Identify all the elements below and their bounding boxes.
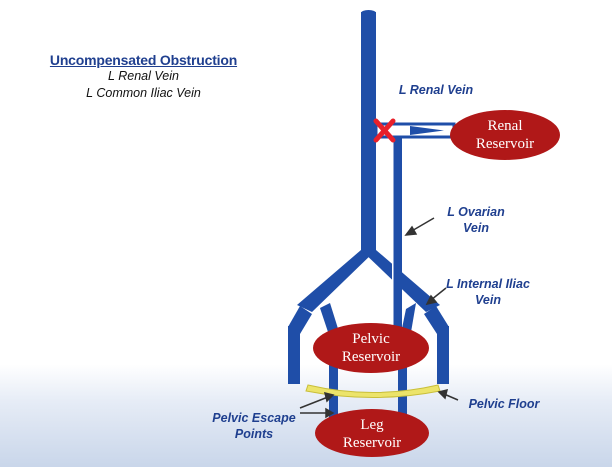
escape-pointer-arrow-1 xyxy=(299,396,329,409)
escape-pointer-head-1 xyxy=(323,391,335,403)
arrow-icon xyxy=(410,126,444,135)
renal-reservoir-label: Renal Reservoir xyxy=(455,117,555,153)
leg-reservoir-label: Leg Reservoir xyxy=(322,416,422,452)
escape-pointer-head-2 xyxy=(325,407,335,419)
left-ovarian-vein xyxy=(393,138,402,338)
pelvic-floor-pointer-head xyxy=(437,388,449,400)
subtitle-line-1: L Renal Vein xyxy=(108,69,179,83)
obstruction-x-icon xyxy=(373,118,396,143)
pelvic-reservoir-label: Pelvic Reservoir xyxy=(321,330,421,366)
label-ovarian-vein-line-1: L Ovarian xyxy=(447,205,505,219)
iliac-pointer-head xyxy=(425,294,438,306)
left-external-iliac-vein xyxy=(437,326,449,384)
diagram-title: Uncompensated Obstruction xyxy=(49,52,238,68)
ivc-trunk xyxy=(361,12,376,255)
renal-reservoir xyxy=(450,110,560,160)
subtitle-line-2: L Common Iliac Vein xyxy=(86,86,201,100)
label-pelvic-floor: Pelvic Floor xyxy=(468,397,540,411)
label-renal-vein: L Renal Vein xyxy=(398,83,474,97)
pelvic-reservoir-line-1: Pelvic xyxy=(352,331,390,347)
renal-reservoir-line-2: Reservoir xyxy=(475,136,535,152)
right-external-iliac-vein xyxy=(288,326,300,384)
ivc-top-cap xyxy=(361,10,376,16)
leg-reservoir-line-2: Reservoir xyxy=(342,435,402,451)
leg-reservoir-line-1: Leg xyxy=(360,417,384,433)
label-pelvic-escape-points: Pelvic Escape Points xyxy=(204,410,304,442)
label-ovarian-vein-line-2: Vein xyxy=(463,221,489,235)
label-ovarian-vein: L Ovarian Vein xyxy=(428,204,524,236)
escape-vein-left xyxy=(398,360,407,420)
label-internal-iliac-line-1: L Internal Iliac xyxy=(446,277,530,291)
renal-reservoir-line-1: Renal xyxy=(487,118,523,134)
left-ovarian-vein-highlight xyxy=(392,138,394,338)
ovarian-pointer-head xyxy=(404,225,418,236)
pelvic-reservoir-line-2: Reservoir xyxy=(341,349,401,365)
label-internal-iliac-line-2: Vein xyxy=(475,293,501,307)
title-block: Uncompensated Obstruction L Renal Vein L… xyxy=(36,52,251,102)
label-internal-iliac-vein: L Internal Iliac Vein xyxy=(432,276,544,308)
label-escape-line-1: Pelvic Escape xyxy=(212,411,296,425)
label-escape-line-2: Points xyxy=(234,427,274,441)
pelvic-reservoir xyxy=(313,323,429,373)
leg-reservoir xyxy=(315,409,429,457)
right-common-iliac-vein xyxy=(297,250,376,312)
